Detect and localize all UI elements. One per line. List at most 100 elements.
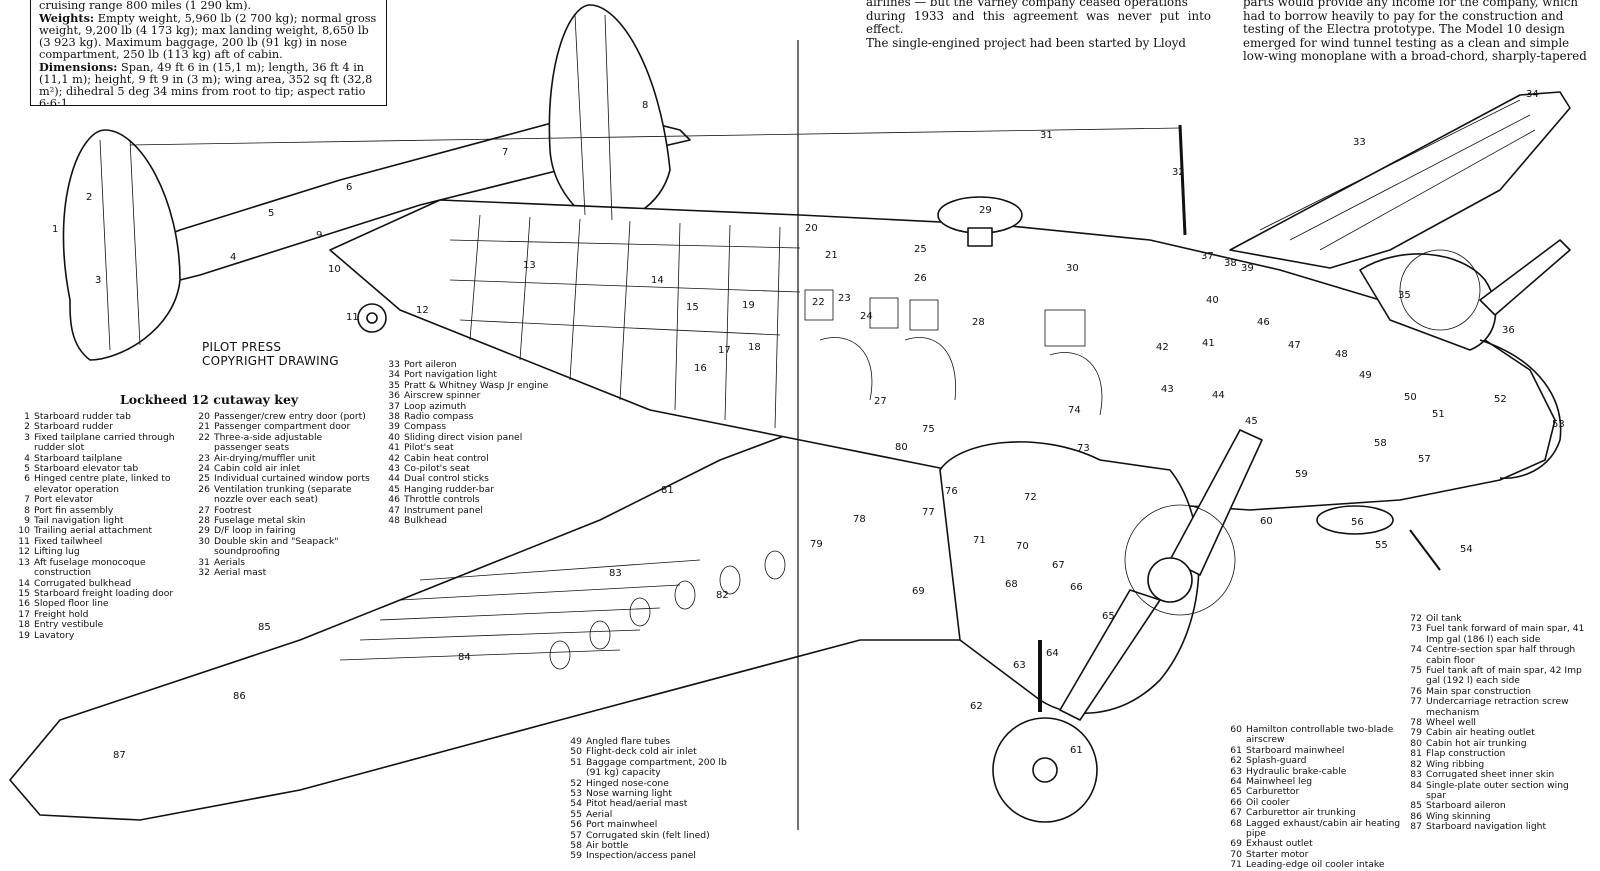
key-item-number: 75 [1410, 665, 1422, 677]
key-item-label: Nose warning light [586, 788, 672, 800]
key-item-label: Air-drying/muffler unit [214, 452, 316, 464]
key-item-number: 79 [1410, 727, 1422, 739]
key-item-label: Lavatory [34, 629, 75, 641]
article-right-line-2: had to borrow heavily to pay for the con… [1243, 8, 1564, 23]
callout-number: 26 [914, 273, 927, 284]
key-item: 25 Individual curtained window ports [190, 473, 372, 485]
callout-number: 24 [860, 311, 873, 322]
callout-number: 23 [838, 293, 851, 304]
callout-number: 81 [661, 485, 674, 496]
key-item-number: 67 [1230, 807, 1242, 819]
key-item-number: 39 [388, 421, 400, 433]
key-item-number: 82 [1410, 758, 1422, 770]
key-item-number: 85 [1410, 800, 1422, 812]
article-right-line-3: testing of the Electra prototype. The Mo… [1243, 22, 1565, 36]
key-item-number: 17 [18, 608, 30, 620]
key-item-label: Entry vestibule [34, 619, 104, 631]
specification-box: cruising range 800 miles (1 290 km). Wei… [30, 0, 387, 106]
article-right-line-4: emerged for wind tunnel testing as a cle… [1243, 35, 1570, 50]
key-item-label: Freight hold [34, 608, 89, 620]
spec-dimensions-label: Dimensions: [39, 60, 118, 74]
key-item-number: 73 [1410, 623, 1422, 635]
callout-number: 70 [1016, 541, 1029, 552]
callout-number: 64 [1046, 648, 1059, 659]
key-item-number: 59 [570, 850, 582, 862]
key-item-number: 25 [198, 473, 210, 485]
key-item-label: Aft fuselage monocoque construction [34, 556, 146, 579]
key-item-number: 81 [1410, 748, 1422, 760]
port-fin [548, 4, 671, 226]
key-item-number: 77 [1410, 696, 1422, 708]
key-item-label: Tail navigation light [34, 515, 124, 527]
key-item-number: 13 [18, 556, 30, 568]
callout-number: 25 [914, 244, 927, 255]
key-item-number: 62 [1230, 755, 1242, 767]
key-item-number: 72 [1410, 613, 1422, 624]
key-item-number: 40 [388, 431, 400, 443]
callout-number: 40 [1206, 295, 1219, 306]
callout-number: 57 [1418, 454, 1431, 465]
key-item-number: 2 [24, 421, 30, 433]
key-item-number: 57 [570, 829, 582, 841]
key-item-number: 22 [198, 431, 210, 443]
key-item-number: 34 [388, 369, 400, 381]
key-item-label: Individual curtained window ports [214, 473, 370, 485]
callout-number: 50 [1404, 392, 1417, 403]
key-item-label: Starboard elevator tab [34, 463, 139, 475]
callout-number: 34 [1526, 89, 1539, 100]
key-item: 13 Aft fuselage monocoque construction [10, 556, 190, 579]
key-item-label: Port elevator [34, 494, 94, 506]
fuselage [329, 199, 1556, 511]
callout-number: 84 [458, 652, 471, 663]
key-item-number: 18 [18, 619, 30, 631]
key-item-number: 78 [1410, 717, 1422, 729]
key-item-label: Cabin hot air trunking [1426, 737, 1527, 749]
callout-number: 17 [718, 345, 731, 356]
callout-number: 82 [716, 590, 729, 601]
key-item-number: 46 [388, 494, 400, 506]
key-item-label: Flight-deck cold air inlet [586, 746, 697, 758]
callout-number: 30 [1066, 263, 1079, 274]
key-item: 17 Freight hold [10, 608, 190, 620]
callout-number: 79 [810, 539, 823, 550]
key-item-label: Pilot's seat [404, 442, 454, 454]
credit-line-1: PILOT PRESS [202, 340, 282, 354]
key-item-number: 20 [198, 411, 210, 422]
key-title: Lockheed 12 cutaway key [120, 392, 299, 407]
key-item-label: Oil cooler [1246, 796, 1290, 808]
key-item-label: Starboard freight loading door [34, 587, 174, 599]
key-item-number: 54 [570, 798, 582, 810]
key-item-number: 8 [24, 504, 30, 516]
key-item-label: Carburettor [1246, 786, 1300, 798]
key-item-label: Starboard navigation light [1426, 821, 1547, 833]
key-item-number: 24 [198, 463, 210, 475]
key-item-label: Port navigation light [404, 369, 497, 381]
